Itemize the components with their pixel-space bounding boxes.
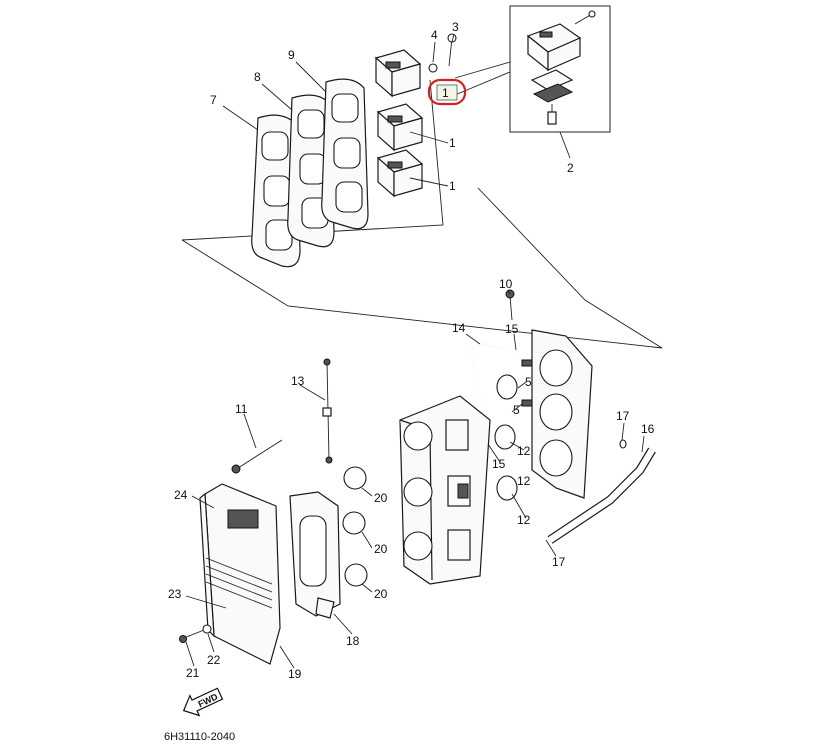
bolt-21-washer-22 [179,624,212,643]
callout-15-top: 15 [505,322,519,336]
carburetor-assembly [399,395,491,585]
callout-11: 11 [235,402,248,416]
gaskets-20 [342,466,368,587]
reed-valve-detail-inset [454,5,611,133]
callout-19: 19 [288,667,302,681]
callout-10: 10 [499,277,513,291]
bracket-18 [289,491,341,619]
intake-silencer [199,483,281,665]
fwd-arrow: FWD [182,687,224,717]
callout-9: 9 [288,48,295,62]
callout-14: 14 [452,321,466,335]
callout-12-c: 12 [517,513,531,527]
intake-manifold [521,329,593,499]
callout-2: 2 [567,161,574,175]
callout-4: 4 [431,28,438,42]
callout-8: 8 [254,70,261,84]
callout-labels: 3 4 1 1 1 2 7 8 9 10 14 15 5 5 12 15 12 … [168,20,655,681]
bolt-10 [505,289,515,321]
reed-valve-assembly-top [374,49,422,98]
callout-24: 24 [174,488,188,502]
callout-1-mid: 1 [449,136,456,150]
diagram-code: 6H31110-2040 [164,731,235,743]
callout-5-a: 5 [525,375,532,389]
silencer-ribs [205,557,273,609]
callout-22: 22 [207,653,221,667]
link-rod-13 [322,358,333,464]
callout-5-b: 5 [513,403,520,417]
callout-1-bot: 1 [449,179,456,193]
callout-3: 3 [452,20,459,34]
callout-18: 18 [346,634,360,648]
callout-12-a: 12 [517,444,531,458]
fuel-hose-16 [547,439,656,544]
reed-valve-assembly-bottom [376,149,424,198]
callout-1-top: 1 [442,86,449,100]
reed-valve-assembly-middle [376,103,424,152]
callout-20-b: 20 [374,542,388,556]
callout-20-c: 20 [374,587,388,601]
callout-21: 21 [186,666,200,680]
callout-20-a: 20 [374,491,388,505]
callout-16: 16 [641,422,655,436]
bolt-11 [231,439,283,474]
leader-lines [185,33,645,669]
highlighted-callout-1[interactable] [427,78,467,106]
fuel-hose-14 [471,343,517,441]
callout-17-bot: 17 [552,555,566,569]
gasket-9 [321,78,369,230]
callout-15-bot: 15 [492,457,506,471]
callout-23: 23 [168,587,182,601]
callout-13: 13 [291,374,305,388]
callout-12-b: 12 [517,474,531,488]
o-rings-12 [494,374,518,501]
callout-17-top: 17 [616,409,630,423]
callout-7: 7 [210,93,217,107]
